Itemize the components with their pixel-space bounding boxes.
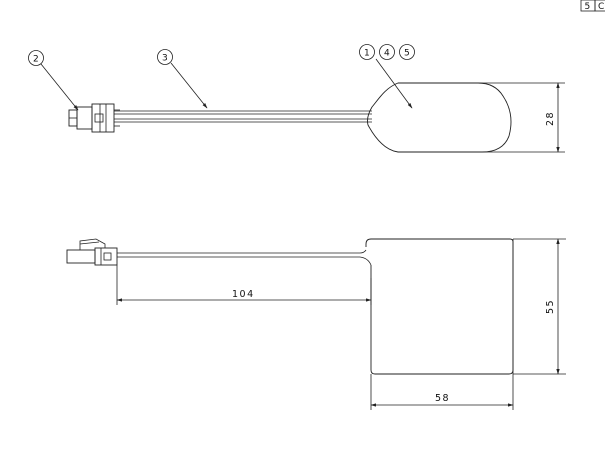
callout-label: 2: [33, 55, 39, 65]
callout-label: 1: [364, 49, 370, 59]
sheet-corner-tag: 5 C: [580, 0, 605, 12]
dimension-body-width: 58: [435, 393, 450, 404]
dimension-thickness: 28: [545, 111, 556, 126]
sheet-tag-partial: C: [598, 2, 604, 12]
top-view: 28 2 3 1 4 5: [28, 44, 565, 153]
callout-label: 3: [162, 54, 168, 64]
callout-label: 5: [404, 49, 410, 59]
dimension-body-height: 55: [545, 299, 556, 314]
sheet-number: 5: [585, 2, 591, 12]
callout-lead-wire: 3: [157, 49, 208, 109]
pad-body-front: [365, 238, 514, 375]
connector-side: [66, 238, 118, 266]
callout-connector: 2: [28, 50, 79, 111]
lead-wire-side: [117, 249, 372, 266]
front-view: 104 55 58: [66, 238, 566, 410]
lead-wire-top: [114, 110, 372, 123]
connector-top: [68, 103, 120, 133]
callout-body-group: 1 4 5: [359, 44, 415, 109]
pad-body-top: [367, 82, 512, 153]
dimension-lead-length: 104: [232, 289, 255, 300]
callout-label: 4: [384, 49, 390, 59]
